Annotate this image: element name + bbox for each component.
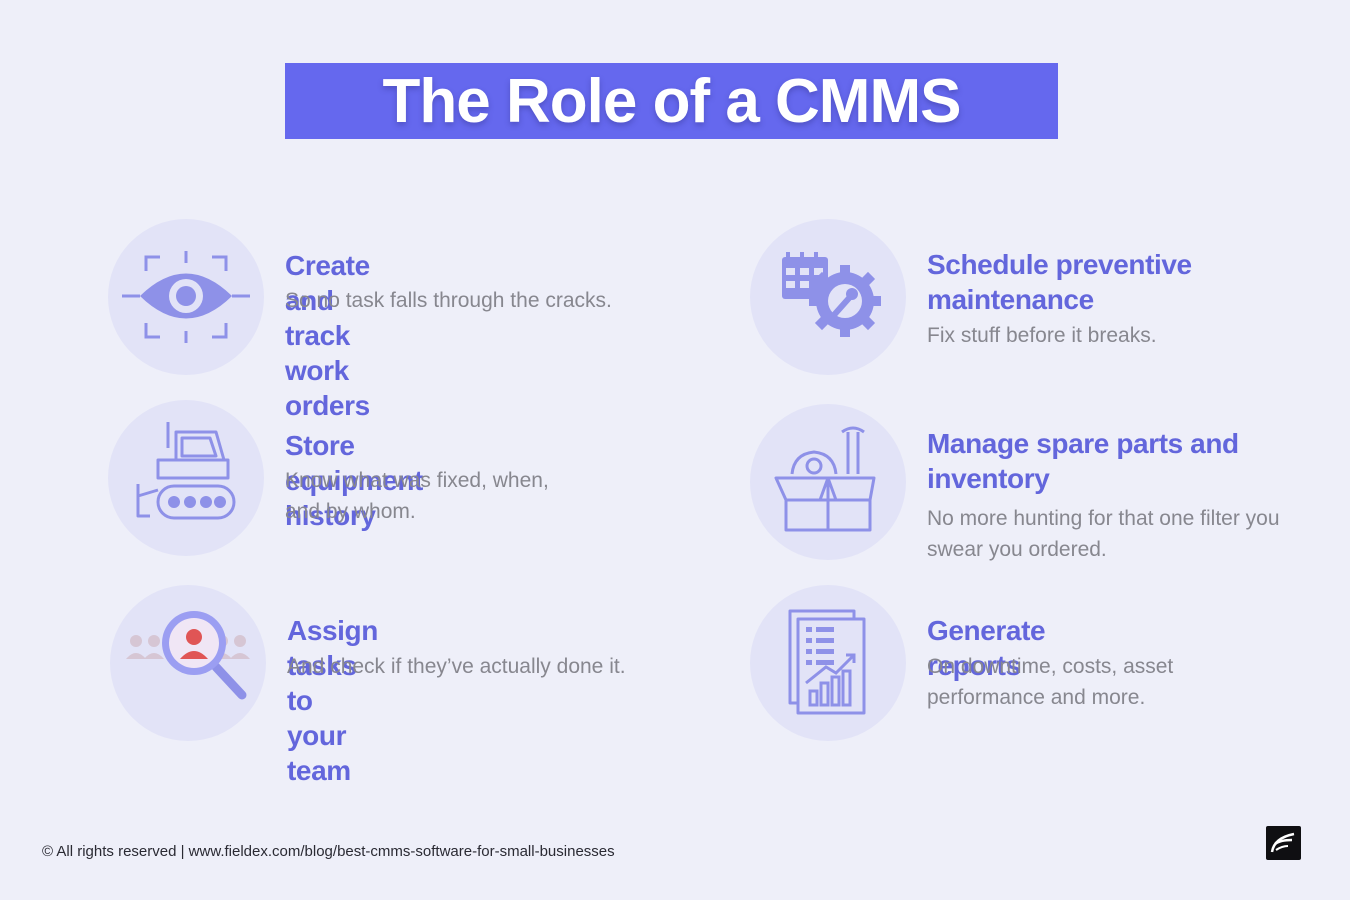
feature-title: Manage spare parts and inventory xyxy=(927,428,1239,494)
toolbox-icon xyxy=(750,404,906,560)
feature-description: On downtime, costs, asset performance an… xyxy=(927,655,1174,709)
feature-title: Generate reports xyxy=(927,615,1046,681)
eye-scan-icon xyxy=(108,219,264,375)
bulldozer-icon xyxy=(108,400,264,556)
title-banner: The Role of a CMMS xyxy=(285,63,1058,139)
feature-title: Assign tasks to your team xyxy=(287,615,378,786)
feature-description: Know what was fixed, when, and by whom. xyxy=(285,469,549,523)
magnifier-person-icon xyxy=(110,585,266,741)
feature-title: Schedule preventive maintenance xyxy=(927,249,1192,315)
feature-description: And check if they’ve actually done it. xyxy=(287,655,626,678)
feature-description: So no task falls through the cracks. xyxy=(285,289,612,312)
fieldex-logo-icon xyxy=(1266,826,1301,860)
page-title: The Role of a CMMS xyxy=(382,66,962,136)
feature-description: Fix stuff before it breaks. xyxy=(927,324,1157,347)
feature-title: Create and track work orders xyxy=(285,250,370,421)
copyright-footer: © All rights reserved | www.fieldex.com/… xyxy=(42,843,615,860)
calendar-gear-icon xyxy=(750,219,906,375)
report-chart-icon xyxy=(750,585,906,741)
feature-description: No more hunting for that one filter you … xyxy=(927,507,1280,561)
feature-title: Store equipment history xyxy=(285,430,423,531)
